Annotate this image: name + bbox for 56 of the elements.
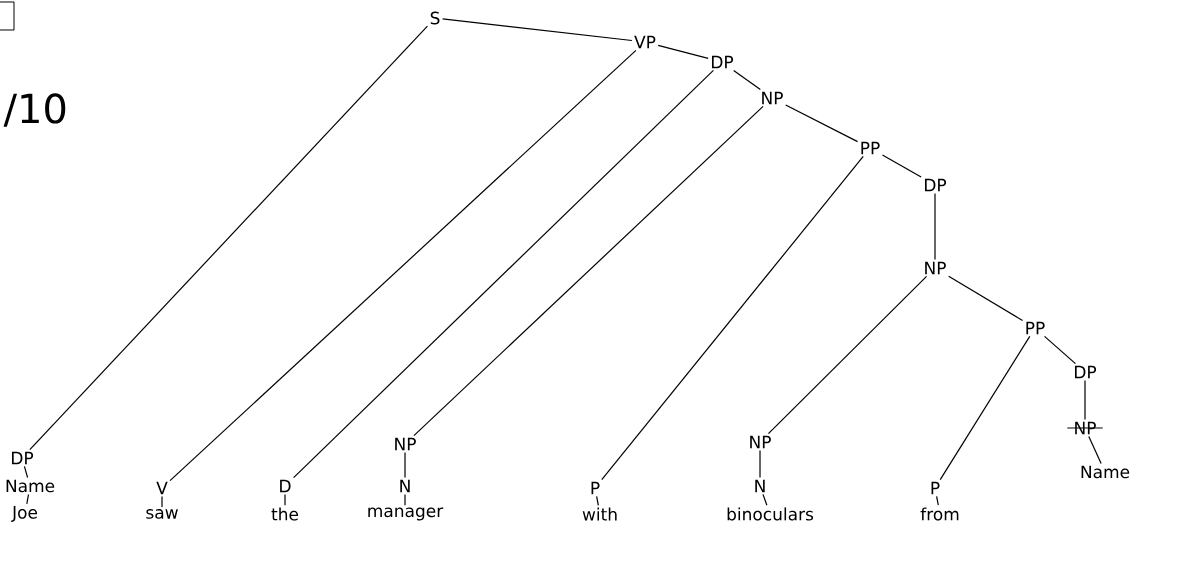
tree-label: manager [368,507,444,521]
branch-line [759,449,761,479]
tree-label: PP [861,141,880,155]
branch-line [936,495,939,506]
tree-label: NP [762,91,783,105]
branch-line [29,25,428,451]
branch-line [169,49,637,482]
branch-line [161,495,163,508]
tree-label: D [280,479,291,493]
branch-line [413,105,764,437]
tree-label: NP [395,437,416,451]
branch-line [293,69,714,479]
tree-label: S [430,11,440,25]
tree-label: binoculars [727,507,814,521]
branch-line [26,493,30,505]
tree-label: NP [925,261,946,275]
tree-label: PP [1026,321,1045,335]
tree-label: DP [925,178,947,192]
branch-line [284,493,286,506]
branch-line [657,44,709,59]
branch-line [948,275,1024,322]
tree-label: with [582,507,617,521]
branch-line [881,154,922,178]
tree-label: saw [146,509,178,519]
tree-label: P [931,481,940,495]
branch-line [1088,435,1102,465]
branch-line [762,493,768,506]
tree-label: N [755,479,765,493]
tree-label: DP [1075,365,1097,379]
branch-line [934,192,936,261]
tree-label: P [591,481,600,495]
tree-label: the [271,507,299,521]
tree-label: from [920,507,959,521]
branch-line [767,275,928,435]
tree-label: DP [712,55,734,69]
branch-line [1084,379,1086,421]
tree-label: NP [750,435,771,449]
branch-line [23,465,29,479]
branch-line [404,451,406,479]
tree-label: Name [6,479,55,493]
branch-line [442,18,633,42]
tree-label: N [400,479,410,493]
score-mark: /10 [3,93,66,127]
tree-label: Name [1081,465,1130,479]
tree-label: Joe [11,506,38,522]
tree-label: V [156,481,168,495]
branch-line [404,493,406,506]
branch-line [596,495,599,506]
tree-label: DP [12,451,34,465]
tree-label: VP [634,35,656,49]
struck-label: NP [1066,421,1104,435]
branch-line [1043,335,1077,365]
branch-line [601,155,864,481]
branch-line [733,69,761,91]
branch-line [939,335,1031,481]
branch-line [785,104,859,143]
